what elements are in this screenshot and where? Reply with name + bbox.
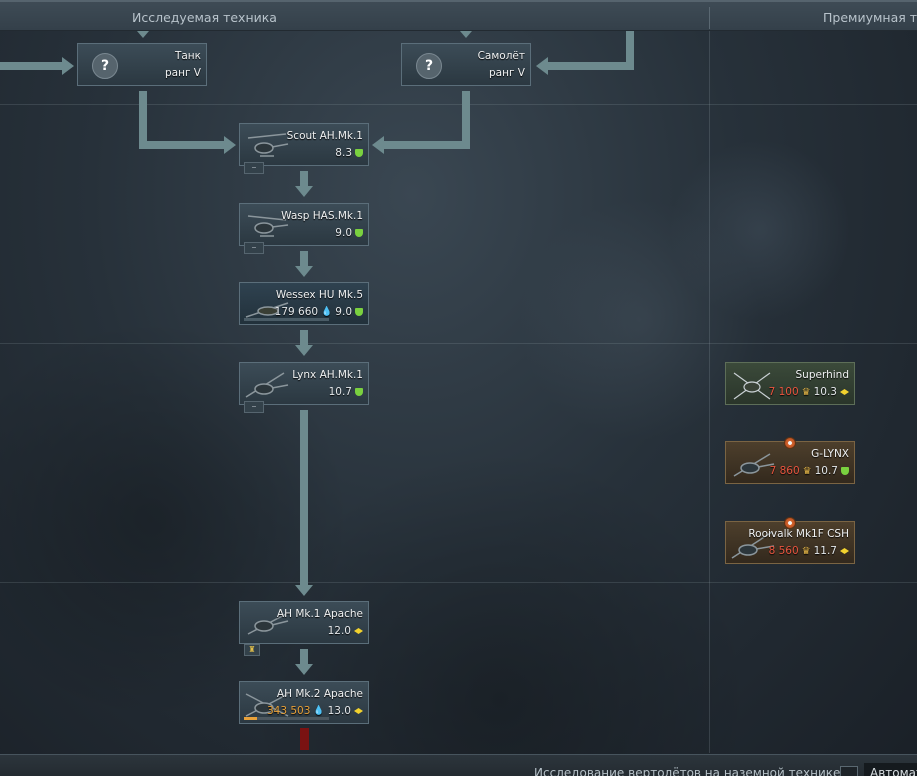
golden-eagle-icon: ♛ [802, 465, 812, 477]
vehicle-count-badge: ⎯ [244, 401, 264, 413]
green-br-icon [355, 229, 363, 237]
golden-eagle-cost: 8 560 [768, 545, 799, 557]
prereq-rank: ранг V [164, 67, 201, 79]
unknown-vehicle-icon: ? [92, 53, 118, 79]
battle-rating: 8.3 [335, 147, 352, 159]
yellow-br-icon [840, 389, 849, 395]
premium-column-divider [709, 31, 710, 753]
premium-card-g-lynx[interactable]: G-LYNX 7 860♛10.7 [725, 437, 855, 484]
helicopter-icon [245, 693, 289, 717]
vehicle-name: Superhind [795, 369, 849, 381]
helicopter-icon [247, 215, 289, 237]
event-vehicle-icon [784, 437, 796, 449]
battle-rating: 10.7 [814, 465, 838, 477]
research-cost: 179 660 [274, 306, 319, 318]
premium-card-rooivalk[interactable]: Rooivalk Mk1F CSH 8 560♛11.7 [725, 517, 855, 564]
battle-rating: 9.0 [335, 306, 352, 318]
unknown-vehicle-icon: ? [416, 53, 442, 79]
golden-eagle-icon: ♛ [801, 386, 811, 398]
helicopter-icon [245, 302, 289, 318]
helicopter-icon [733, 372, 771, 400]
helicopter-research-label: Исследование вертолётов на наземной техн… [534, 766, 841, 776]
vehicle-card-wessex[interactable]: Wessex HU Mk.5 179 660💧9.0 [239, 282, 369, 325]
research-points-icon: 💧 [313, 706, 325, 716]
vehicle-stats: 8.3 [335, 147, 363, 159]
vehicle-stats: 7 860♛10.7 [770, 465, 849, 477]
green-br-icon [355, 388, 363, 396]
battle-rating: 12.0 [327, 625, 351, 637]
battle-rating: 11.7 [813, 545, 837, 557]
golden-eagle-cost: 7 860 [769, 465, 800, 477]
green-br-icon [841, 467, 849, 475]
vehicle-card-apache-mk1[interactable]: AH Mk.1 Apache 12.0 [239, 601, 369, 644]
yellow-br-icon [354, 628, 363, 634]
golden-eagle-cost: 7 100 [768, 386, 799, 398]
research-progress-bar [244, 318, 329, 321]
vehicle-card-wasp[interactable]: Wasp HAS.Mk.1 9.0 [239, 203, 369, 246]
helicopter-icon [731, 531, 775, 559]
header-separator [709, 7, 710, 29]
vehicle-stats: 10.7 [329, 386, 363, 398]
battle-rating: 10.3 [813, 386, 837, 398]
green-br-icon [355, 149, 363, 157]
rank-divider [0, 343, 917, 344]
vehicle-stats: 9.0 [335, 227, 363, 239]
helicopter-icon [247, 613, 289, 635]
prereq-aircraft-card[interactable]: ? Самолёт ранг V [401, 43, 531, 86]
crew-slot-icon: ♜ [244, 644, 260, 656]
battle-rating: 9.0 [335, 227, 352, 239]
prereq-name: Самолёт [477, 50, 525, 62]
next-rank-indicator [300, 728, 309, 750]
prereq-rank: ранг V [488, 67, 525, 79]
vehicle-stats: 343 503💧13.0 [267, 705, 363, 717]
yellow-br-icon [840, 548, 849, 554]
vehicle-stats: 8 560♛11.7 [769, 545, 849, 557]
vehicle-name: Wessex HU Mk.5 [275, 289, 363, 301]
research-cost: 343 503 [266, 705, 311, 717]
helicopter-icon [733, 453, 775, 477]
vehicle-stats: 7 100♛10.3 [769, 386, 849, 398]
helicopter-icon [245, 372, 289, 398]
helicopter-icon [247, 133, 289, 157]
vehicle-name: Rooivalk Mk1F CSH [748, 528, 849, 540]
auto-research-button[interactable]: Автомат [864, 763, 917, 776]
premium-card-superhind[interactable]: Superhind 7 100♛10.3 [725, 362, 855, 405]
vehicle-name: G-LYNX [811, 448, 849, 460]
yellow-br-icon [354, 708, 363, 714]
vehicle-count-badge: ⎯ [244, 242, 264, 254]
vehicle-card-apache-mk2[interactable]: AH Mk.2 Apache 343 503💧13.0 [239, 681, 369, 724]
vehicle-name: AH Mk.1 Apache [276, 608, 363, 620]
prereq-tank-card[interactable]: ? Танк ранг V [77, 43, 207, 86]
prereq-name: Танк [174, 50, 201, 62]
vehicle-count-badge: ⎯ [244, 162, 264, 174]
helicopter-research-checkbox[interactable] [840, 766, 858, 776]
vehicle-stats: 12.0 [328, 625, 363, 637]
research-points-icon: 💧 [321, 307, 333, 317]
footer-bar: Исследование вертолётов на наземной техн… [0, 754, 917, 776]
green-br-icon [355, 308, 363, 316]
research-progress-fill [244, 717, 257, 720]
vehicle-name: Scout AH.Mk.1 [286, 130, 363, 142]
tree-header: Исследуемая техника Премиумная те [0, 0, 917, 31]
event-vehicle-icon [784, 517, 796, 529]
vehicle-name: Lynx AH.Mk.1 [292, 369, 363, 381]
battle-rating: 10.7 [328, 386, 352, 398]
battle-rating: 13.0 [327, 705, 351, 717]
golden-eagle-icon: ♛ [801, 545, 811, 557]
vehicle-name: AH Mk.2 Apache [276, 688, 363, 700]
premium-vehicles-title: Премиумная те [823, 10, 917, 25]
vehicle-name: Wasp HAS.Mk.1 [281, 210, 363, 222]
vehicle-card-scout[interactable]: Scout AH.Mk.1 8.3 [239, 123, 369, 166]
research-progress-bar [244, 717, 329, 720]
vehicle-stats: 179 660💧9.0 [275, 306, 363, 318]
researched-vehicles-title: Исследуемая техника [132, 10, 277, 25]
vehicle-card-lynx[interactable]: Lynx AH.Mk.1 10.7 [239, 362, 369, 405]
rank-divider [0, 582, 917, 583]
rank-divider [0, 104, 917, 105]
